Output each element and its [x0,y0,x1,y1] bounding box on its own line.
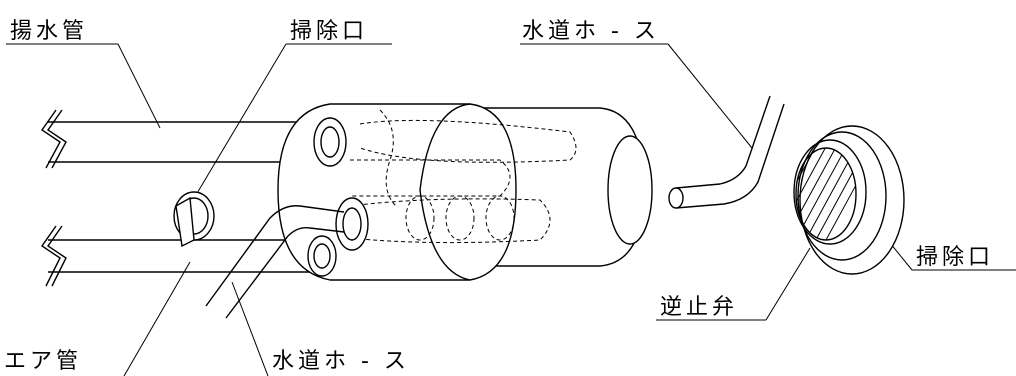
water-hose-left [205,205,345,319]
labels: 揚水管 掃除口 水道ホ - ス エア管 水道ホ - ス 逆止弁 掃除口 [4,19,994,374]
check-valve-cap [793,125,905,275]
intake-pipe [41,109,318,169]
label-check-valve: 逆止弁 [660,295,738,320]
label-air-pipe: エア管 [4,349,82,374]
leader-lines [6,43,1016,376]
water-hose-right [668,95,785,209]
label-water-hose-bottom: 水道ホ - ス [272,349,410,374]
label-cleanout-top: 掃除口 [290,19,368,44]
pipe-collars [307,117,369,277]
label-intake-pipe: 揚水管 [10,19,88,44]
label-cleanout-right: 掃除口 [916,245,994,270]
label-water-hose-top: 水道ホ - ス [522,19,660,44]
cleanout-plug-left [173,191,215,248]
